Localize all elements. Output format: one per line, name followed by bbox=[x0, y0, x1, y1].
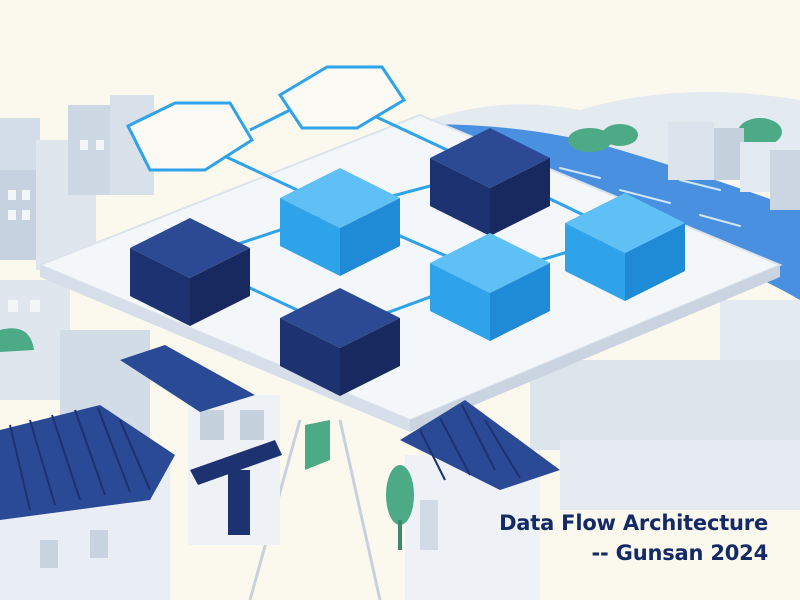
tree-icon bbox=[305, 420, 330, 470]
floating-platform bbox=[37, 113, 783, 432]
roof-icon bbox=[120, 345, 282, 545]
hanok-house-left bbox=[0, 405, 175, 600]
hexagon-icon bbox=[125, 65, 407, 172]
tree-icon bbox=[386, 465, 414, 550]
caption-line-2: -- Gunsan 2024 bbox=[591, 541, 769, 565]
background-buildings-left bbox=[0, 95, 154, 450]
caption-line-1: Data Flow Architecture bbox=[499, 511, 768, 535]
background-buildings-right bbox=[530, 122, 800, 510]
tree-icon bbox=[568, 118, 782, 152]
tree-icon bbox=[0, 328, 34, 352]
hanok-house-right bbox=[400, 400, 560, 600]
caption: Data Flow Architecture -- Gunsan 2024 bbox=[499, 508, 768, 568]
